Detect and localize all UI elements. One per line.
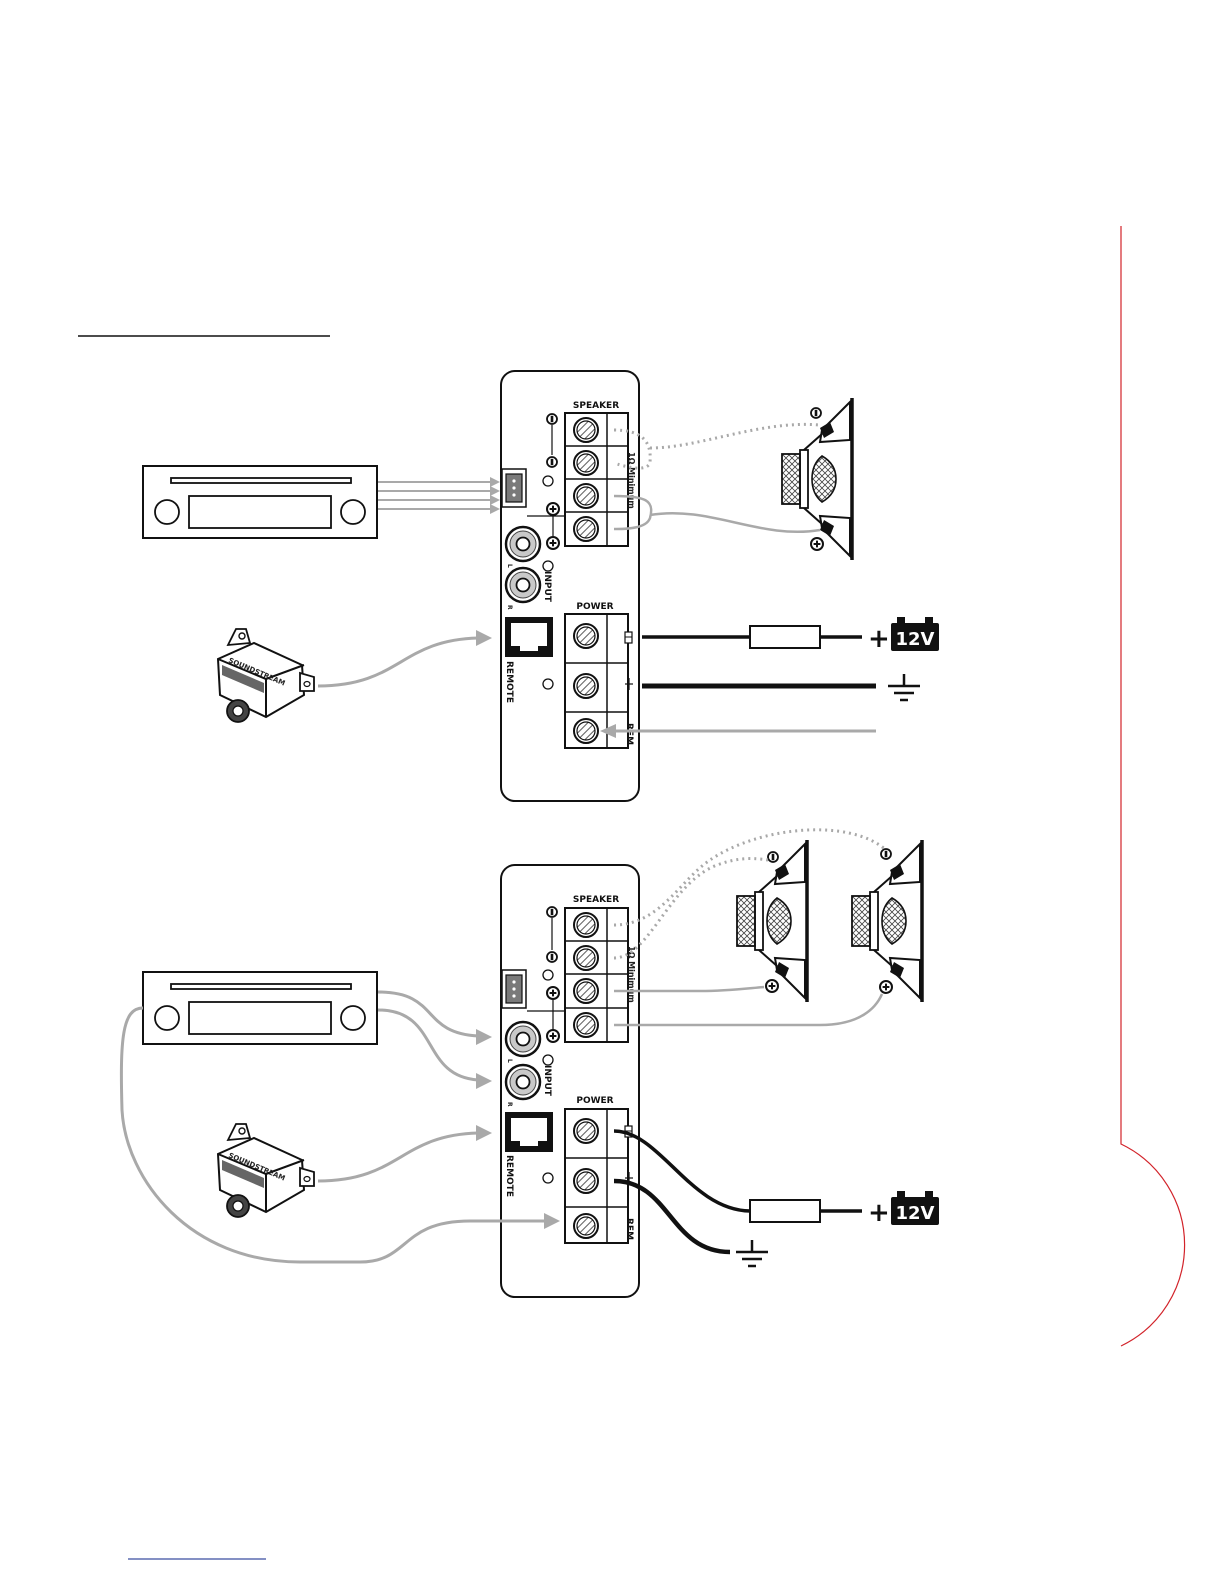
rca-cable-right xyxy=(378,1010,478,1080)
led-indicator xyxy=(543,476,553,486)
power-terminal-positive[interactable] xyxy=(574,1119,598,1143)
diagram-1: SPEAKER 1Ω Minimum L R INPUT POWER xyxy=(143,371,939,801)
speaker-terminal-3[interactable] xyxy=(574,484,598,508)
inline-fuse xyxy=(750,626,820,648)
minus-terminal-icon xyxy=(547,907,557,917)
input-label: INPUT xyxy=(542,1065,552,1097)
minus-terminal-icon xyxy=(768,852,778,862)
left-channel-label: L xyxy=(506,564,513,568)
rca-input-right[interactable] xyxy=(506,1065,540,1099)
battery-voltage-label: 12V xyxy=(896,1203,935,1224)
page-border-line xyxy=(1121,226,1185,1346)
power-terminal-positive[interactable] xyxy=(574,624,598,648)
power-label: POWER xyxy=(576,602,613,612)
plus-terminal-icon xyxy=(547,503,559,515)
rca-input-left[interactable] xyxy=(506,1022,540,1056)
rca-wires xyxy=(378,477,500,514)
plus-terminal-icon xyxy=(880,981,892,993)
impedance-label: 1Ω Minimum xyxy=(627,452,636,509)
minus-terminal-icon xyxy=(547,457,557,467)
rem-label: REM xyxy=(624,1218,634,1240)
speaker-label: SPEAKER xyxy=(573,895,619,905)
ground-icon xyxy=(736,1240,768,1266)
led-indicator xyxy=(543,1055,553,1065)
car-stereo-head-unit xyxy=(143,972,377,1044)
battery-terminal-icon xyxy=(625,632,632,643)
diagram-2: SPEAKER 1Ω Minimum L R INPUT POWER xyxy=(121,830,939,1297)
led-indicator xyxy=(543,970,553,980)
power-terminal-remote[interactable] xyxy=(574,1214,598,1238)
battery-plus-sign: + xyxy=(868,624,890,654)
led-indicator xyxy=(543,561,553,571)
remote-cable xyxy=(318,638,478,686)
speaker-terminal-1[interactable] xyxy=(574,913,598,937)
led-indicator xyxy=(543,1173,553,1183)
car-stereo-head-unit xyxy=(143,466,377,538)
speaker-1 xyxy=(737,840,807,1002)
speaker-terminal-1[interactable] xyxy=(574,418,598,442)
plus-terminal-icon xyxy=(766,980,778,992)
ground-icon xyxy=(888,674,920,700)
input-label: INPUT xyxy=(542,571,552,603)
speaker-label: SPEAKER xyxy=(573,401,619,411)
speaker-terminal-2[interactable] xyxy=(574,451,598,475)
remote-cable xyxy=(318,1133,478,1181)
remote-label: REMOTE xyxy=(504,1155,514,1197)
speaker-2 xyxy=(852,840,922,1002)
speaker-wire-positive-2 xyxy=(614,994,882,1025)
remote-label: REMOTE xyxy=(504,661,514,703)
minus-terminal-icon xyxy=(547,952,557,962)
minus-terminal-icon xyxy=(881,849,891,859)
minus-terminal-icon xyxy=(547,414,557,424)
rca-input-right[interactable] xyxy=(506,568,540,602)
speaker-terminal-4[interactable] xyxy=(574,1013,598,1037)
power-terminal-ground[interactable] xyxy=(574,1169,598,1193)
rem-label: REM xyxy=(624,723,634,745)
left-channel-label: L xyxy=(506,1059,513,1063)
plus-terminal-icon xyxy=(547,1030,559,1042)
speaker-terminal-4[interactable] xyxy=(574,517,598,541)
power-terminal-remote[interactable] xyxy=(574,719,598,743)
right-channel-label: R xyxy=(506,605,513,610)
impedance-label: 1Ω Minimum xyxy=(627,946,636,1003)
battery-plus-sign: + xyxy=(868,1198,890,1228)
led-indicator xyxy=(543,679,553,689)
battery-voltage-label: 12V xyxy=(896,629,935,650)
plus-terminal-icon xyxy=(811,538,823,550)
plus-terminal-icon xyxy=(547,987,559,999)
inline-fuse xyxy=(750,1200,820,1222)
plus-terminal-icon xyxy=(547,537,559,549)
minus-terminal-icon xyxy=(811,408,821,418)
speaker xyxy=(782,398,852,560)
speaker-terminal-3[interactable] xyxy=(574,979,598,1003)
power-label: POWER xyxy=(576,1096,613,1106)
speaker-terminal-2[interactable] xyxy=(574,946,598,970)
rca-cable-left xyxy=(378,992,478,1036)
rca-input-left[interactable] xyxy=(506,527,540,561)
power-terminal-ground[interactable] xyxy=(574,674,598,698)
right-channel-label: R xyxy=(506,1102,513,1107)
